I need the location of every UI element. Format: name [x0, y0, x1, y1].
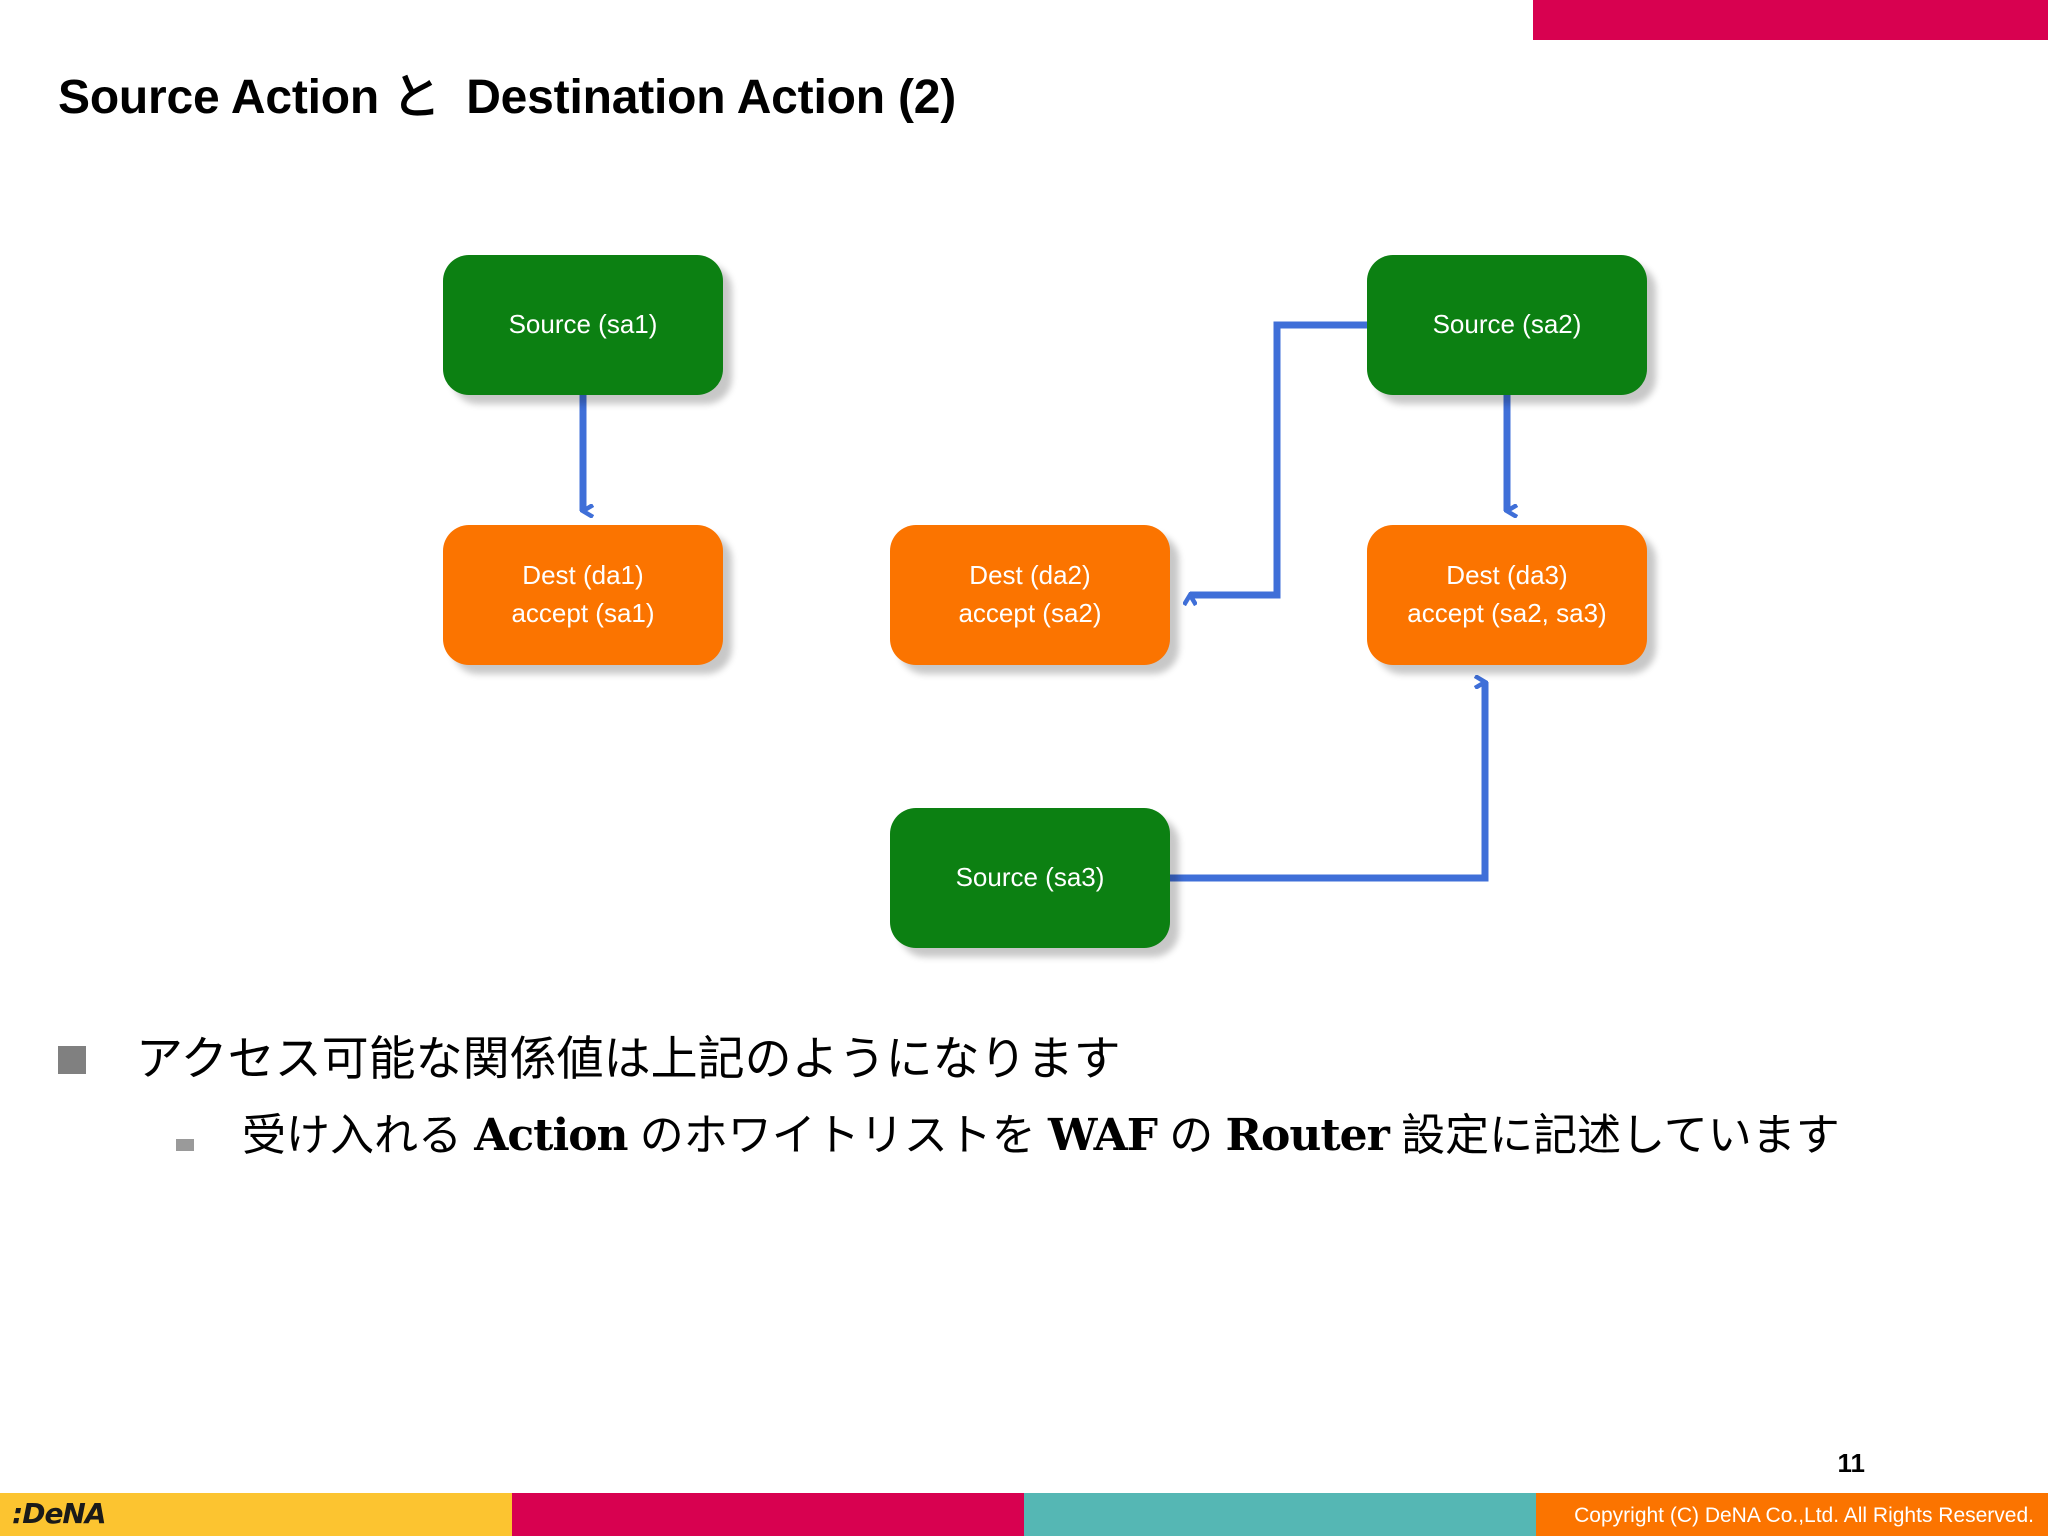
- edge-sa3-da3: [1170, 682, 1489, 882]
- bullet-l2-term-router: Router: [1225, 1109, 1389, 1161]
- bullet-level1: アクセス可能な関係値は上記のようになります: [58, 1030, 2008, 1089]
- bullet-l2-term-waf: WAF: [1048, 1109, 1158, 1161]
- square-bullet-icon: [58, 1046, 86, 1074]
- node-source-sa2[interactable]: Source (sa2): [1367, 255, 1647, 395]
- node-source-sa1[interactable]: Source (sa1): [443, 255, 723, 395]
- bullet-l2-part-a: 受け入れる: [242, 1110, 475, 1160]
- diagram-connectors: [579, 321, 2048, 882]
- node-label: Source (sa1): [508, 309, 658, 340]
- bullet-l2-part-c: のホワイトリストを: [627, 1110, 1048, 1160]
- footer-band-orange: Copyright (C) DeNA Co.,Ltd. All Rights R…: [1536, 1493, 2048, 1536]
- edge-sa2-da2: [1190, 321, 1367, 595]
- dena-logo: :DeNA: [12, 1497, 107, 1530]
- node-dest-da1[interactable]: Dest (da1) accept (sa1): [443, 525, 723, 665]
- footer-band-yellow: :DeNA: [0, 1493, 512, 1536]
- node-dest-da2[interactable]: Dest (da2) accept (sa2): [890, 525, 1170, 665]
- page-title: Source Action と Destination Action (2): [58, 71, 957, 124]
- footer-bar: :DeNA Copyright (C) DeNA Co.,Ltd. All Ri…: [0, 1493, 2048, 1536]
- bullet-l2-part-e: の: [1156, 1110, 1226, 1160]
- bullet-list: アクセス可能な関係値は上記のようになります 受け入れる Action のホワイト…: [58, 1030, 2008, 1166]
- bullet-l2-term-action: Action: [474, 1109, 628, 1161]
- copyright-text: Copyright (C) DeNA Co.,Ltd. All Rights R…: [1574, 1504, 2034, 1527]
- bullet-level1-text: アクセス可能な関係値は上記のようになります: [136, 1032, 1121, 1085]
- flow-diagram: Source (sa1) Dest (da1) accept (sa1) Des…: [443, 255, 2048, 948]
- node-label: Dest (da3) accept (sa2, sa3): [1407, 560, 1607, 628]
- bullet-level2: 受け入れる Action のホワイトリストを WAF の Router 設定に記…: [176, 1105, 2008, 1167]
- node-dest-da3[interactable]: Dest (da3) accept (sa2, sa3): [1367, 525, 1647, 665]
- node-label: Source (sa2): [1432, 309, 1582, 340]
- node-source-sa3[interactable]: Source (sa3): [890, 808, 1170, 948]
- dash-bullet-icon: [176, 1138, 194, 1151]
- footer-band-crimson: [512, 1493, 1024, 1536]
- node-label: Dest (da1) accept (sa1): [511, 560, 655, 628]
- bullet-l2-part-g: 設定に記述しています: [1388, 1110, 1840, 1160]
- page-number: 11: [1837, 1448, 1866, 1478]
- node-label: Dest (da2) accept (sa2): [958, 560, 1102, 628]
- top-accent-bar: [1533, 0, 2048, 40]
- node-label: Source (sa3): [955, 862, 1105, 893]
- bullet-level2-text: 受け入れる Action のホワイトリストを WAF の Router 設定に記…: [242, 1105, 1840, 1167]
- footer-band-teal: [1024, 1493, 1536, 1536]
